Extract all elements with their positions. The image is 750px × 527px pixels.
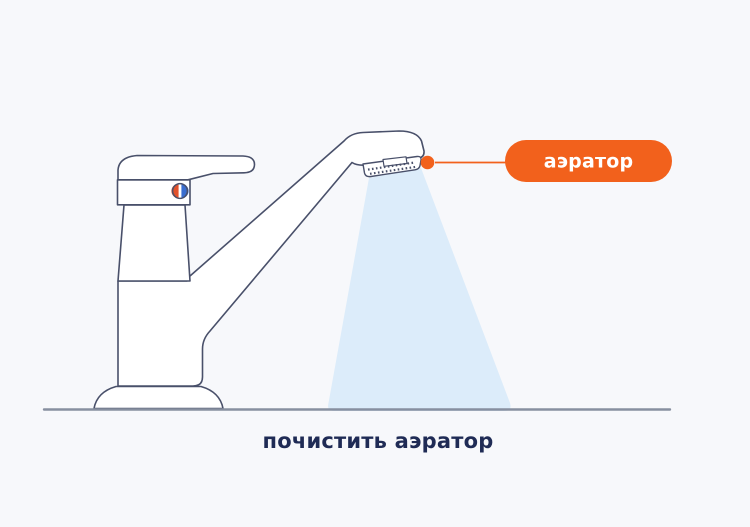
indicator-outline	[171, 182, 189, 200]
faucet-column	[117, 204, 191, 282]
callout-pill	[505, 140, 672, 182]
water-spray	[328, 168, 511, 411]
callout-label: аэратор	[544, 151, 634, 173]
caption-text: почистить аэратор	[262, 429, 493, 453]
callout-dot	[420, 155, 435, 170]
hot-cold-indicator	[171, 182, 189, 200]
faucet-base	[93, 385, 224, 410]
faucet-handle-lever	[117, 154, 256, 181]
